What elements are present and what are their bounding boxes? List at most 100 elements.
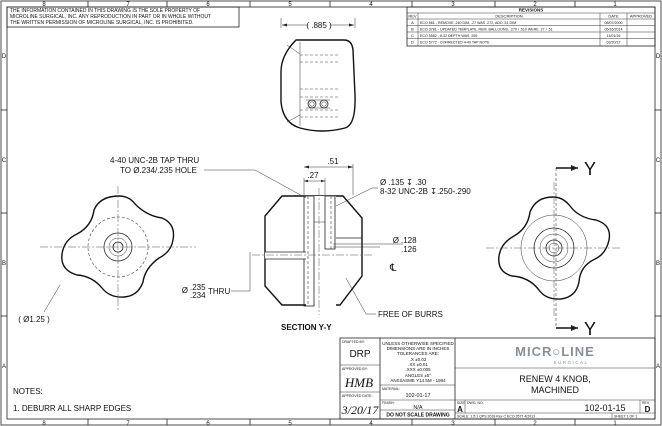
knob-star-outline	[498, 196, 611, 300]
revision-row: D ECO 5772 - CORRECTED 4-40 TAP NOTE 03/…	[411, 40, 620, 45]
zone-left-b: B	[2, 261, 6, 267]
approved-header: APPROVED	[630, 14, 652, 19]
dim-27: .27	[307, 171, 319, 180]
rev-cell: A	[411, 20, 414, 25]
dim-51: .51	[327, 157, 339, 166]
date-cell: 05/16/2014	[605, 28, 623, 32]
dia-128-prefix: Ø	[393, 236, 399, 245]
zone-left-c: C	[2, 158, 7, 164]
dia-126: .126	[401, 245, 417, 254]
date-header: DATE	[608, 14, 619, 19]
note-item: 1. DEBURR ALL SHARP EDGES	[13, 404, 131, 413]
rev-value: D	[645, 405, 651, 414]
section-title: SECTION Y-Y	[281, 323, 332, 332]
tolerance-angles: ANGLES ±5°	[405, 373, 431, 378]
zone-bottom-2: 2	[533, 421, 537, 426]
section-y-bottom: Y	[584, 319, 596, 339]
zone-top-6: 6	[206, 2, 210, 8]
approved-label: APPROVED BY:	[342, 367, 368, 371]
tap-note-line-2: TO Ø.234/.235 HOLE	[120, 166, 197, 175]
thru-235: .235	[190, 283, 206, 292]
zone-top-8: 8	[42, 2, 46, 8]
revision-row: A ECO 561 - REMOVE .240 DIM, .27 WAS .27…	[411, 20, 622, 25]
revisions-table: REVISIONS REV DESCRIPTION DATE APPROVED …	[406, 6, 656, 47]
notice-line-3: THE WRITTEN PERMISSION OF MICROLINE SURG…	[10, 20, 194, 26]
zone-left-d: D	[2, 54, 7, 60]
section-view: .51 .27 4-40 UNC-2B TAP THRU TO Ø.234/.2…	[110, 156, 471, 332]
knob-star-outline	[61, 195, 175, 298]
counterbore-note-line-1: Ø .135 ↧ .30	[380, 178, 427, 187]
date-cell: 08/07/2000	[605, 21, 623, 25]
description-cell: ECO 3781 - UPDATED TEMPLATE, REM. BALLOO…	[420, 28, 553, 32]
sheet-number: SHEET 1 OF 1	[614, 415, 637, 419]
rev-header: REV	[408, 14, 417, 19]
no-scale-note: DO NOT SCALE DRAWING	[386, 413, 449, 419]
revision-row: B ECO 3781 - UPDATED TEMPLATE, REM. BALL…	[411, 27, 622, 32]
zone-right-a: A	[656, 364, 660, 370]
rev-cell: D	[411, 40, 414, 45]
zone-bottom-6: 6	[206, 421, 210, 426]
scale-line: SCALE: 1.5:1 QPS 2018 Rev C ECO 3577 4/2…	[457, 415, 535, 419]
revisions-title: REVISIONS	[519, 8, 544, 13]
thru-234: .234	[190, 291, 206, 300]
dia-128: .128	[401, 236, 417, 245]
centerline-symbol: ℄	[389, 263, 397, 274]
zone-right-c: C	[656, 158, 661, 164]
finish-value: N/A	[413, 405, 423, 411]
drafted-label: DRAFTED BY:	[342, 340, 365, 344]
zone-top-5: 5	[288, 2, 292, 8]
microline-logo: MICR○LINE	[515, 344, 595, 359]
description-cell: ECO 5582 - 8-32 DEPTH WAS .255	[420, 34, 477, 38]
part-title-line-1: RENEW 4 KNOB,	[519, 374, 591, 384]
zone-bottom-5: 5	[288, 421, 292, 426]
finish-label: FINISH:	[382, 401, 394, 405]
drafted-by: DRP	[349, 349, 370, 360]
material-label: MATERIAL:	[382, 387, 400, 391]
tolerance-line-3: TOLERANCES ARE:	[397, 351, 439, 356]
counterbore-note-line-2: 8-32 UNC-2B ↧.250-.290	[380, 187, 471, 196]
date-cell: 03/20/17	[607, 41, 621, 45]
tolerance-x: .X ±0.02	[410, 357, 427, 362]
left-front-view: ( Ø1.25 )	[10, 186, 196, 324]
approved-date: 3/20/17	[341, 403, 380, 417]
standard: ANSI/ASME Y14.5M - 1994	[390, 378, 446, 383]
rev-cell: C	[411, 33, 414, 38]
title-block: DRAFTED BY: DRP APPROVED BY: HMB APPROVE…	[339, 337, 656, 420]
description-cell: ECO 561 - REMOVE .240 DIM, .27 WAS .272,…	[420, 21, 516, 25]
approved-date-label: APPROVED DATE:	[342, 394, 372, 398]
size-label: SIZE	[457, 401, 465, 405]
description-cell: ECO 5772 - CORRECTED 4-40 TAP NOTE	[420, 41, 490, 45]
zone-right-d: D	[656, 54, 661, 60]
rev-label: REV	[642, 401, 650, 405]
part-title-line-2: MACHINED	[531, 385, 580, 395]
dia-left-dimension: ( Ø1.25 )	[18, 315, 50, 324]
revision-row: C ECO 5582 - 8-32 DEPTH WAS .255 11/01/1…	[411, 33, 620, 38]
tolerance-xx: .XX ±0.01	[408, 362, 428, 367]
material-value: 102-01-17	[405, 393, 430, 399]
zone-bottom-3: 3	[451, 421, 455, 426]
zone-bottom-8: 8	[42, 421, 46, 426]
tolerance-xxx: .XXX ±0.005	[405, 367, 431, 372]
tolerance-line-1: UNLESS OTHERWISE SPECIFIED	[382, 341, 454, 346]
free-of-burrs-note: FREE OF BURRS	[378, 310, 443, 319]
description-header: DESCRIPTION	[495, 14, 522, 19]
tap-note-line-1: 4-40 UNC-2B TAP THRU	[110, 156, 199, 165]
top-width-dimension: ( .885 )	[306, 21, 332, 30]
drawing-number: 102-01-15	[584, 403, 625, 413]
zone-left-a: A	[2, 364, 6, 370]
notes-block: NOTES: 1. DEBURR ALL SHARP EDGES	[13, 387, 131, 413]
zone-top-3: 3	[451, 2, 455, 8]
approved-signature: HMB	[344, 375, 373, 390]
top-view: ( .885 )	[280, 18, 356, 132]
zone-top-4: 4	[369, 2, 373, 8]
zone-right-b: B	[656, 261, 660, 267]
zone-bottom-1: 1	[613, 421, 617, 426]
notice-line-1: THE INFORMATION CONTAINED IN THIS DRAWIN…	[10, 8, 200, 14]
section-body	[264, 195, 363, 306]
microline-logo-subtitle: SURGICAL	[553, 360, 588, 365]
tolerance-line-2: DIMENSIONS ARE IN INCHES	[387, 346, 450, 351]
section-y-top: Y	[584, 159, 596, 179]
thru-dia-prefix: Ø	[182, 286, 188, 295]
